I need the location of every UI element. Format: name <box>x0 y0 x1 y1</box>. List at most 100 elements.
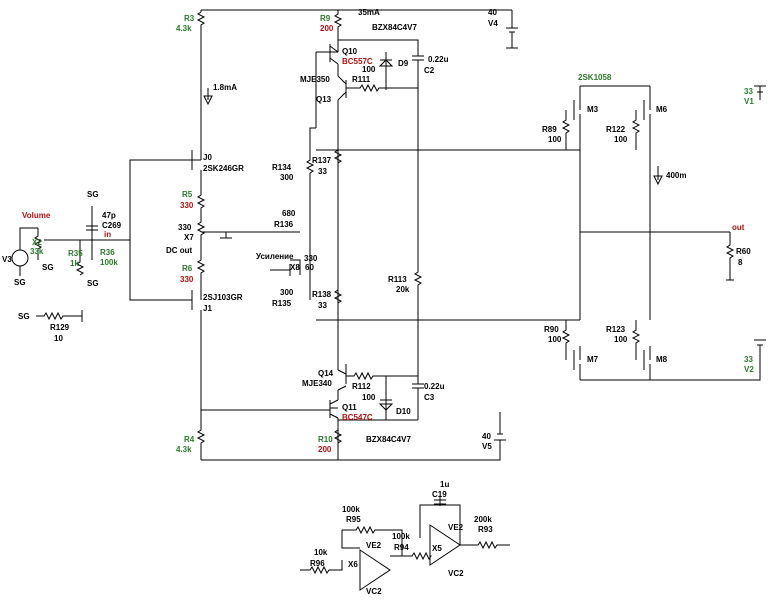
c2-name: C2 <box>424 66 435 75</box>
r113-value: 20k <box>396 285 410 294</box>
current-35ma: 35mA <box>358 8 380 17</box>
r5-value: 330 <box>180 201 194 210</box>
x5-ve2: VE2 <box>448 523 464 532</box>
c19-name: C19 <box>432 490 447 499</box>
r5-name: R5 <box>182 190 193 199</box>
current-400m: 400m <box>666 171 686 180</box>
m8-name: M8 <box>656 355 668 364</box>
mje340-part: MJE340 <box>302 379 332 388</box>
r134-value: 300 <box>280 173 294 182</box>
v2-value: 33 <box>744 355 753 364</box>
sg-label-4: SG <box>87 279 99 288</box>
r134-name: R134 <box>272 163 292 172</box>
j1-name: J1 <box>203 304 212 313</box>
q11-name: Q11 <box>342 403 357 412</box>
sg-label-2: SG <box>42 263 54 272</box>
x8-name: X8 <box>290 263 300 272</box>
r35-name: R35 <box>68 249 83 258</box>
d9-name: D9 <box>398 59 409 68</box>
v3-name: V3 <box>2 255 12 264</box>
r123-name: R123 <box>606 325 626 334</box>
x6-vc2: VC2 <box>366 587 382 596</box>
r136-value: 680 <box>282 209 296 218</box>
v1-value: 33 <box>744 87 753 96</box>
in-label: in <box>104 230 111 239</box>
out-label: out <box>732 223 745 232</box>
c3-value: 0.22u <box>424 382 445 391</box>
x8-value: 330 <box>304 254 318 263</box>
r95-name: R95 <box>346 515 361 524</box>
c19-value: 1u <box>440 480 449 489</box>
mje350-part: MJE350 <box>300 75 330 84</box>
sg-label-1: SG <box>87 190 99 199</box>
v2-name: V2 <box>744 365 754 374</box>
c269-value: 47p <box>102 211 116 220</box>
r10-name: R10 <box>318 435 333 444</box>
r95-value: 100k <box>342 505 360 514</box>
r36-value: 100k <box>100 258 118 267</box>
current-1-8ma: 1.8mA <box>213 83 237 92</box>
r96-name: R96 <box>310 559 325 568</box>
m3-name: M3 <box>587 105 599 114</box>
x2-value: 33k <box>30 247 44 256</box>
j0-name: J0 <box>203 153 212 162</box>
v5-name: V5 <box>482 442 492 451</box>
x7-name: X7 <box>184 233 194 242</box>
r137-name: R137 <box>312 156 332 165</box>
r129-name: R129 <box>50 323 70 332</box>
r122-name: R122 <box>606 125 626 134</box>
r94-name: R94 <box>394 543 409 552</box>
j0-part: 2SK246GR <box>203 164 244 173</box>
r123-value: 100 <box>614 335 628 344</box>
fet-n-part: 2SK1058 <box>578 73 612 82</box>
c3-name: C3 <box>424 393 435 402</box>
r4-value: 4.3k <box>176 445 192 454</box>
r96-value: 10k <box>314 548 328 557</box>
x8-extra: 60 <box>305 263 314 272</box>
q13-name: Q13 <box>316 95 332 104</box>
j1-part: 2SJ103GR <box>203 293 243 302</box>
q14-name: Q14 <box>318 369 334 378</box>
r4-name: R4 <box>184 435 195 444</box>
dc-out-label: DC out <box>166 246 193 255</box>
m6-name: M6 <box>656 105 668 114</box>
x2-name: X2 <box>32 238 42 247</box>
r90-value: 100 <box>548 335 562 344</box>
x5-name: X5 <box>432 544 442 553</box>
r60-value: 8 <box>738 258 743 267</box>
q11-part: BC547C <box>342 413 373 422</box>
r122-value: 100 <box>614 135 628 144</box>
r35-value: 1k <box>70 259 79 268</box>
x6-name: X6 <box>348 560 358 569</box>
r3-name: R3 <box>184 14 195 23</box>
v4-value: 40 <box>488 8 497 17</box>
r138-name: R138 <box>312 290 332 299</box>
sg-label-3: SG <box>14 278 26 287</box>
q10-part: BC557C <box>342 57 373 66</box>
r135-value: 33 <box>318 301 327 310</box>
v1-name: V1 <box>744 97 754 106</box>
v4-name: V4 <box>488 19 498 28</box>
r36-name: R36 <box>100 248 115 257</box>
r9-value: 200 <box>320 24 334 33</box>
m7-name: M7 <box>587 355 599 364</box>
r3-value: 4.3k <box>176 24 192 33</box>
r112-value: 100 <box>362 393 376 402</box>
r112-name: R112 <box>352 382 371 391</box>
r6-value: 330 <box>180 275 194 284</box>
r111-value: 100 <box>362 65 376 74</box>
q10-name: Q10 <box>342 47 358 56</box>
r6-name: R6 <box>182 264 193 273</box>
c269-name: C269 <box>102 221 122 230</box>
r90-name: R90 <box>544 325 559 334</box>
r89-value: 100 <box>548 135 562 144</box>
zener-bottom-part: BZX84C4V7 <box>366 435 411 444</box>
r93-value: 200k <box>474 515 492 524</box>
v5-value: 40 <box>482 432 491 441</box>
sg-label-5: SG <box>18 312 30 321</box>
gain-label: Усиление <box>256 252 294 261</box>
r10-value: 200 <box>318 445 332 454</box>
